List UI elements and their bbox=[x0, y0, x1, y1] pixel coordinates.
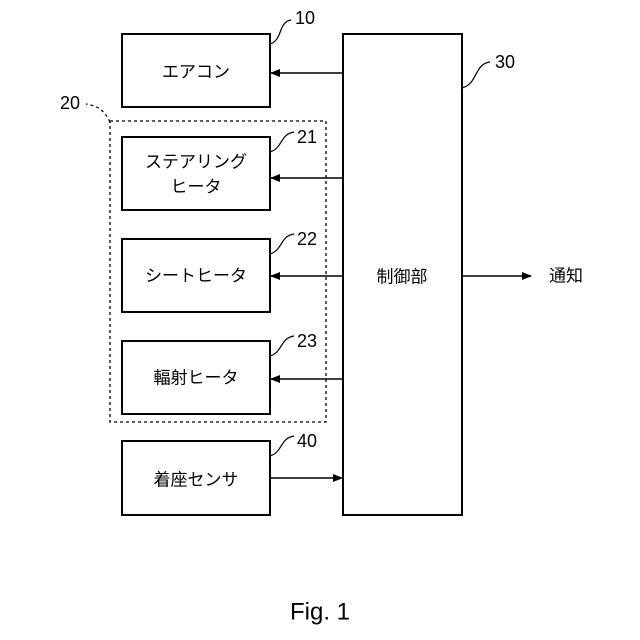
steering-heater-block bbox=[122, 137, 270, 210]
steering-heater-ref-leader bbox=[270, 132, 294, 152]
aircon-ref-leader bbox=[270, 20, 291, 44]
seat-heater-label: シートヒータ bbox=[145, 267, 247, 286]
steering-heater-label-line2: ヒータ bbox=[171, 178, 222, 197]
aircon-ref: 10 bbox=[295, 8, 315, 28]
seat-heater-ref-leader bbox=[270, 234, 294, 254]
heater-group-ref-leader bbox=[86, 104, 110, 122]
seat-sensor-ref-leader bbox=[270, 436, 294, 456]
controller-ref-leader bbox=[462, 62, 490, 88]
notification-label: 通知 bbox=[549, 267, 583, 286]
aircon-label: エアコン bbox=[162, 63, 230, 82]
steering-heater-ref: 21 bbox=[297, 127, 317, 147]
figure-caption: Fig. 1 bbox=[290, 599, 350, 626]
radiant-heater-ref: 23 bbox=[297, 331, 317, 351]
controller-ref: 30 bbox=[495, 52, 515, 72]
heater-group-ref: 20 bbox=[60, 93, 80, 113]
seat-sensor-label: 着座センサ bbox=[154, 471, 239, 490]
radiant-heater-label: 輻射ヒータ bbox=[154, 369, 239, 388]
seat-heater-ref: 22 bbox=[297, 229, 317, 249]
seat-sensor-ref: 40 bbox=[297, 431, 317, 451]
steering-heater-label-line1: ステアリング bbox=[145, 153, 247, 172]
controller-label: 制御部 bbox=[377, 268, 428, 287]
radiant-heater-ref-leader bbox=[270, 336, 294, 356]
